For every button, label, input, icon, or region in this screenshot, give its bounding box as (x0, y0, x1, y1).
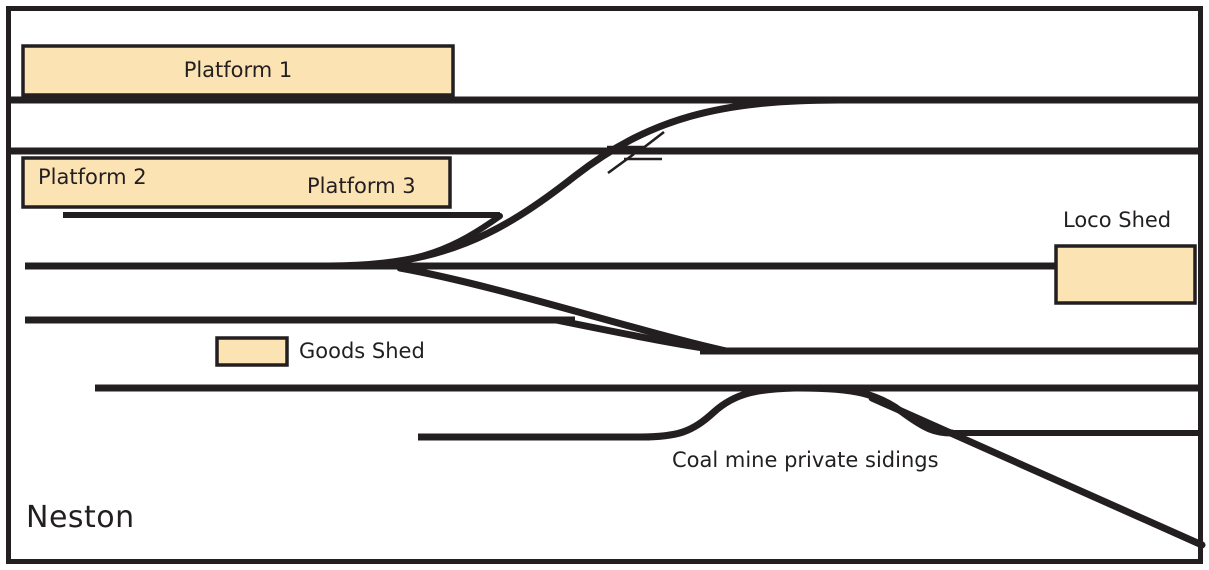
curve-colliery-rise (636, 384, 799, 441)
curved-tracks (326, 96, 1206, 549)
building-loco-shed (1054, 244, 1197, 305)
label-platform-2: Platform 2 (38, 165, 147, 189)
label-coal-mine-private-sidings: Coal mine private sidings (672, 448, 939, 472)
curve-down-siding-connection (396, 264, 730, 355)
marker-lower-tick (607, 152, 635, 175)
curve-goods-road-connection (552, 316, 730, 355)
label-platform-1: Platform 1 (183, 58, 293, 82)
curve-platform-3-connection (342, 213, 503, 269)
track-separation-marker (607, 130, 665, 175)
diagram-border (6, 6, 1203, 564)
buildings (21, 44, 1197, 367)
marker-upper-tick (637, 130, 665, 154)
horizontal-tracks (6, 96, 1202, 441)
label-station-name: Neston (26, 500, 135, 535)
building-goods-shed (215, 336, 289, 367)
line-diagonal-exit (868, 394, 1206, 549)
label-platform-3: Platform 3 (307, 174, 416, 198)
label-goods-shed: Goods Shed (299, 339, 425, 363)
label-loco-shed: Loco Shed (1063, 208, 1172, 232)
building-platform-1 (21, 44, 455, 97)
building-platform-2-3 (21, 156, 452, 209)
